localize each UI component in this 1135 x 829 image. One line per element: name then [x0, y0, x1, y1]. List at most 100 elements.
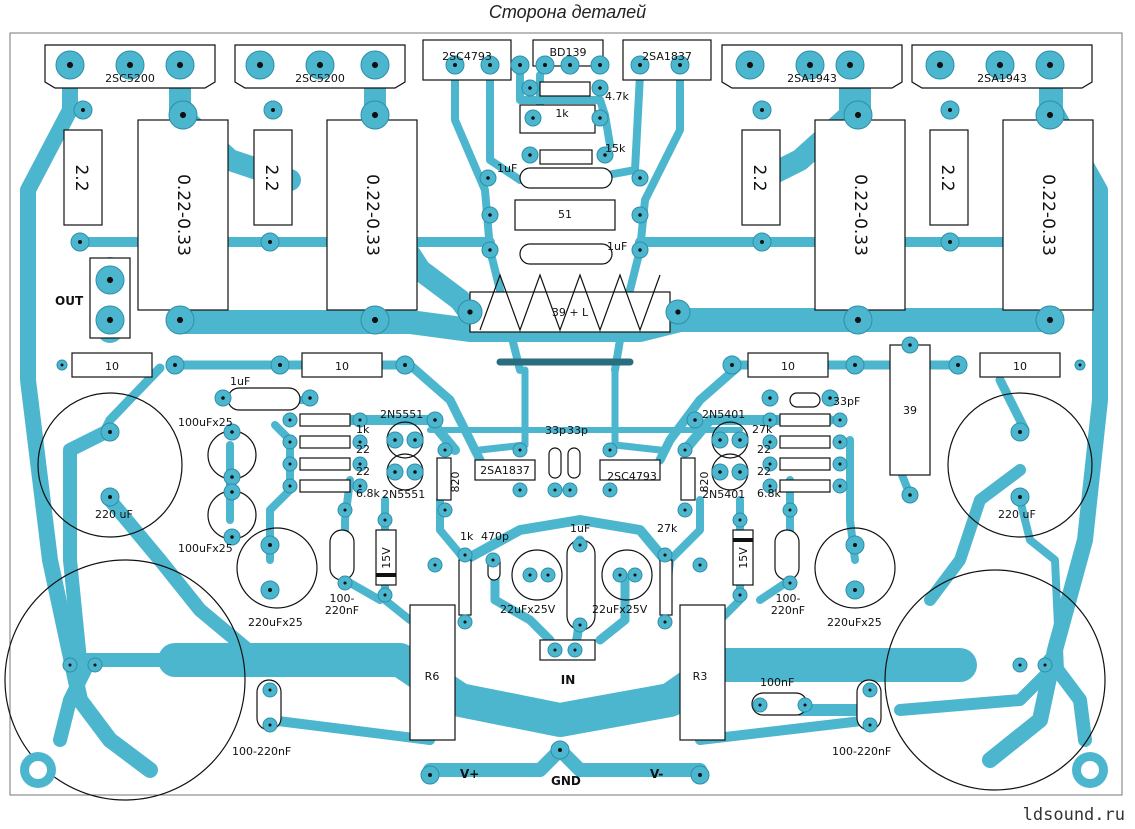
- label-c1uf-top: 1uF: [497, 162, 517, 175]
- pad-hole: [683, 448, 687, 452]
- pad-hole: [288, 418, 292, 422]
- pad-hole: [288, 440, 292, 444]
- label-q12: 2N5401: [702, 408, 745, 421]
- label-r22b: 2.2: [261, 164, 281, 191]
- pad-hole: [413, 470, 417, 474]
- pad-hole: [633, 573, 637, 577]
- label-remit3: 0.22-0.33: [850, 174, 870, 256]
- pad-hole: [358, 484, 362, 488]
- pad-hole: [1043, 663, 1047, 667]
- label-c33p-a: 33p: [545, 424, 566, 437]
- label-q2: 2SC5200: [295, 72, 345, 85]
- label-rl22b: 22: [356, 465, 370, 478]
- label-in: IN: [561, 673, 576, 687]
- pad-hole: [371, 61, 379, 69]
- pad-hole: [518, 488, 522, 492]
- pad-hole: [760, 108, 764, 112]
- label-r10d: 10: [1013, 360, 1027, 373]
- pad-hole: [68, 663, 72, 667]
- pad-hole: [179, 111, 187, 119]
- pad-hole: [463, 553, 467, 557]
- pad-hole: [230, 490, 234, 494]
- pad-hole: [78, 240, 82, 244]
- label-r51: 51: [558, 208, 572, 221]
- label-rl1k: 1k: [356, 423, 370, 436]
- pad-hole: [768, 418, 772, 422]
- pad-hole: [854, 316, 862, 324]
- pad-hole: [663, 553, 667, 557]
- pad-hole: [268, 543, 272, 547]
- pad-hole: [578, 623, 582, 627]
- pad-hole: [278, 363, 282, 367]
- pad-hole: [488, 213, 492, 217]
- pad-hole: [853, 588, 857, 592]
- label-remit4: 0.22-0.33: [1038, 174, 1058, 256]
- resistors: [63, 81, 1094, 741]
- label-rv3: R3: [693, 670, 708, 683]
- pad-hole: [486, 176, 490, 180]
- label-c220u-l: 220 uF: [95, 508, 133, 521]
- pad-hole: [433, 418, 437, 422]
- pad-hole: [393, 470, 397, 474]
- label-c1uf-in: 1uF: [570, 522, 590, 535]
- pad-hole: [718, 470, 722, 474]
- pad-hole: [738, 470, 742, 474]
- pad-hole: [806, 61, 814, 69]
- pad-hole: [698, 773, 702, 777]
- label-c220ux25-r: 220uFx25: [827, 616, 882, 629]
- label-z1: 15V: [380, 547, 393, 569]
- pad-hole: [853, 363, 857, 367]
- label-c100nf: 100nF: [760, 676, 794, 689]
- pad-hole: [230, 535, 234, 539]
- label-c1uf-mid: 1uF: [607, 240, 627, 253]
- label-q10: 2SA1837: [480, 464, 530, 477]
- label-rl68k: 6.8k: [356, 487, 380, 500]
- pad-hole: [383, 518, 387, 522]
- label-c33p-b: 33p: [567, 424, 588, 437]
- pad-hole: [1046, 316, 1054, 324]
- pad-hole: [730, 363, 734, 367]
- pad-hole: [768, 396, 772, 400]
- pad-hole: [768, 440, 772, 444]
- pad-hole: [675, 309, 681, 315]
- pad-hole: [948, 240, 952, 244]
- pad-hole: [838, 462, 842, 466]
- pad-hole: [738, 438, 742, 442]
- pad-hole: [838, 484, 842, 488]
- pad-hole: [428, 773, 432, 777]
- label-rl22a: 22: [356, 443, 370, 456]
- pad-hole: [383, 593, 387, 597]
- pad-hole: [518, 448, 522, 452]
- label-rcoil: 39 + L: [552, 306, 589, 319]
- solder-pads: [55, 50, 1086, 785]
- pad-hole: [603, 153, 607, 157]
- pad-hole: [288, 484, 292, 488]
- pad-hole: [908, 493, 912, 497]
- pad-hole: [528, 153, 532, 157]
- pad-hole: [678, 63, 682, 67]
- label-r22a: 2.2: [71, 164, 91, 191]
- board-outline: [9, 32, 1123, 796]
- label-r820a: 820: [449, 472, 462, 493]
- label-c220ux25-l: 220uFx25: [248, 616, 303, 629]
- label-q4: BD139: [549, 46, 586, 59]
- pad-hole: [308, 396, 312, 400]
- label-q5: 2SA1837: [642, 50, 692, 63]
- label-r1k: 1k: [555, 107, 569, 120]
- pad-hole: [463, 620, 467, 624]
- pad-hole: [66, 61, 74, 69]
- pad-hole: [738, 593, 742, 597]
- label-r47k: 4.7k: [605, 90, 629, 103]
- pad-hole: [868, 723, 872, 727]
- label-r22c: 2.2: [749, 164, 769, 191]
- label-c33pf-r: 33pF: [833, 395, 860, 408]
- label-vminus: V-: [650, 767, 663, 781]
- pad-hole: [528, 573, 532, 577]
- pad-hole: [854, 111, 862, 119]
- pad-hole: [268, 723, 272, 727]
- pad-hole: [403, 363, 407, 367]
- label-q7: 2SA1943: [977, 72, 1027, 85]
- label-r820b: 820: [698, 472, 711, 493]
- label-r39: 39: [903, 404, 917, 417]
- pad-hole: [996, 61, 1004, 69]
